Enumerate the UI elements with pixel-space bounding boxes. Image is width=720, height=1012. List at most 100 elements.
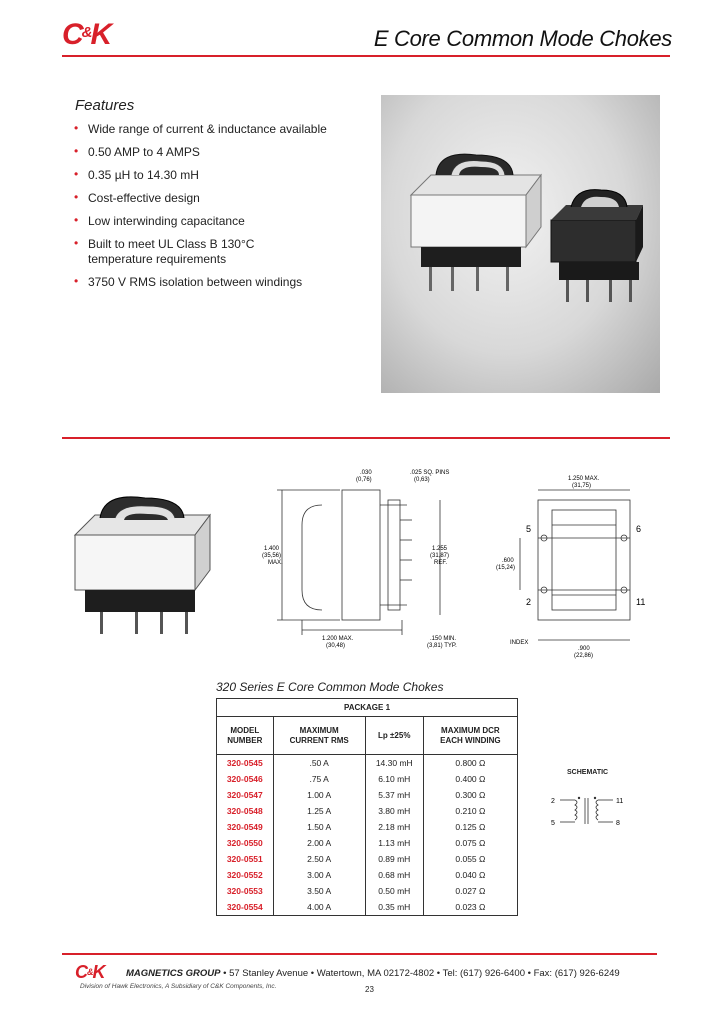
- cell-model: 320-0554: [216, 899, 274, 916]
- dim-pitch-mm: (3,81) TYP.: [427, 643, 457, 649]
- dim-ref: 1.255: [432, 546, 448, 552]
- cell-dcr: 0.075 Ω: [422, 835, 519, 851]
- dim-row-mm: (15,24): [496, 565, 515, 571]
- cell-current: 1.50 A: [272, 819, 366, 835]
- dim-bottom: .900: [578, 646, 590, 652]
- package-header: PACKAGE 1: [216, 698, 518, 717]
- dim-height: 1.400: [264, 546, 280, 552]
- footer-logo: C&K: [75, 962, 106, 982]
- cell-model: 320-0546: [216, 771, 274, 787]
- dim-ref-mm: (31,87): [430, 553, 449, 559]
- feature-item: Low interwinding capacitance: [74, 213, 288, 229]
- cell-dcr: 0.300 Ω: [422, 787, 519, 803]
- dim-length-mm: (31,75): [572, 483, 591, 489]
- cell-dcr: 0.027 Ω: [422, 883, 519, 899]
- cell-model: 320-0547: [216, 787, 274, 803]
- cell-current: 2.50 A: [272, 851, 366, 867]
- top-view-drawing: 1.250 MAX. (31,75) .600 (15,24) .900 (22…: [496, 476, 645, 659]
- dim-pitch: .150 MIN.: [430, 636, 456, 642]
- pin-label-2: 2: [526, 597, 531, 607]
- feature-item: Cost-effective design: [74, 190, 374, 206]
- feature-item: Wide range of current & inductance avail…: [74, 121, 374, 137]
- cell-current: 1.25 A: [272, 803, 366, 819]
- cell-model: 320-0553: [216, 883, 274, 899]
- cell-current: 1.00 A: [272, 787, 366, 803]
- cell-model: 320-0552: [216, 867, 274, 883]
- dim-pins: .025 SQ. PINS: [410, 470, 449, 476]
- col-lp: Lp ±25%: [364, 716, 424, 755]
- footer-rule: [62, 953, 657, 955]
- footer-address: MAGNETICS GROUP • 57 Stanley Avenue • Wa…: [126, 968, 620, 979]
- cell-lp: 0.50 mH: [364, 883, 424, 899]
- feature-item: 0.35 µH to 14.30 mH: [74, 167, 374, 183]
- footer-group: MAGNETICS GROUP: [126, 968, 221, 979]
- ck-logo: C&K: [62, 18, 112, 51]
- cell-model: 320-0548: [216, 803, 274, 819]
- cell-current: .75 A: [272, 771, 366, 787]
- dim-bottom-mm: (22,86): [574, 653, 593, 659]
- schem-pin-11: 11: [616, 798, 623, 805]
- dim-height-max: MAX.: [268, 560, 283, 566]
- pin-label-6: 6: [636, 524, 641, 534]
- schem-pin-5: 5: [551, 820, 555, 827]
- dim-width: 1.200 MAX.: [322, 636, 354, 642]
- cell-current: 2.00 A: [272, 835, 366, 851]
- cell-lp: 2.18 mH: [364, 819, 424, 835]
- page-title: E Core Common Mode Chokes: [373, 26, 672, 51]
- choke-illustration: [73, 496, 211, 634]
- cell-lp: 14.30 mH: [364, 754, 424, 771]
- cell-dcr: 0.210 Ω: [422, 803, 519, 819]
- features-title: Features: [75, 97, 135, 114]
- schematic-diagram: 2 11 5 8: [551, 796, 623, 827]
- cell-current: 4.00 A: [272, 899, 366, 916]
- pin-label-11: 11: [636, 597, 645, 607]
- schem-pin-8: 8: [616, 820, 620, 827]
- cell-lp: 1.13 mH: [364, 835, 424, 851]
- features-list: Wide range of current & inductance avail…: [74, 121, 374, 298]
- dim-top-mm: (0,76): [356, 477, 372, 483]
- header-rule: [62, 55, 670, 57]
- dim-top: .030: [360, 470, 372, 476]
- table-title: 320 Series E Core Common Mode Chokes: [216, 680, 444, 694]
- schem-pin-2: 2: [551, 798, 555, 805]
- cell-lp: 0.68 mH: [364, 867, 424, 883]
- cell-model: 320-0549: [216, 819, 274, 835]
- dim-index: INDEX: [510, 640, 528, 646]
- cell-lp: 6.10 mH: [364, 771, 424, 787]
- cell-dcr: 0.400 Ω: [422, 771, 519, 787]
- pin-label-5: 5: [526, 524, 531, 534]
- dim-row: .600: [502, 558, 514, 564]
- footer-contact: • 57 Stanley Avenue • Watertown, MA 0217…: [223, 968, 620, 979]
- cell-lp: 5.37 mH: [364, 787, 424, 803]
- section-rule: [62, 437, 670, 439]
- side-view-drawing: .030 (0,76) .025 SQ. PINS (0,63) 1.400 (…: [262, 470, 457, 649]
- schematic-title: SCHEMATIC: [567, 769, 609, 776]
- cell-lp: 0.35 mH: [364, 899, 424, 916]
- dim-length: 1.250 MAX.: [568, 476, 600, 482]
- dim-pins-mm: (0,63): [414, 477, 430, 483]
- cell-model: 320-0545: [216, 754, 274, 771]
- page-number: 23: [365, 985, 374, 994]
- dim-ref-txt: REF.: [434, 560, 447, 566]
- feature-item: 0.50 AMP to 4 AMPS: [74, 144, 374, 160]
- footer-division: Division of Hawk Electronics, A Subsidia…: [80, 983, 277, 990]
- cell-model: 320-0550: [216, 835, 274, 851]
- cell-dcr: 0.040 Ω: [422, 867, 519, 883]
- cell-current: 3.50 A: [272, 883, 366, 899]
- cell-dcr: 0.800 Ω: [422, 754, 519, 771]
